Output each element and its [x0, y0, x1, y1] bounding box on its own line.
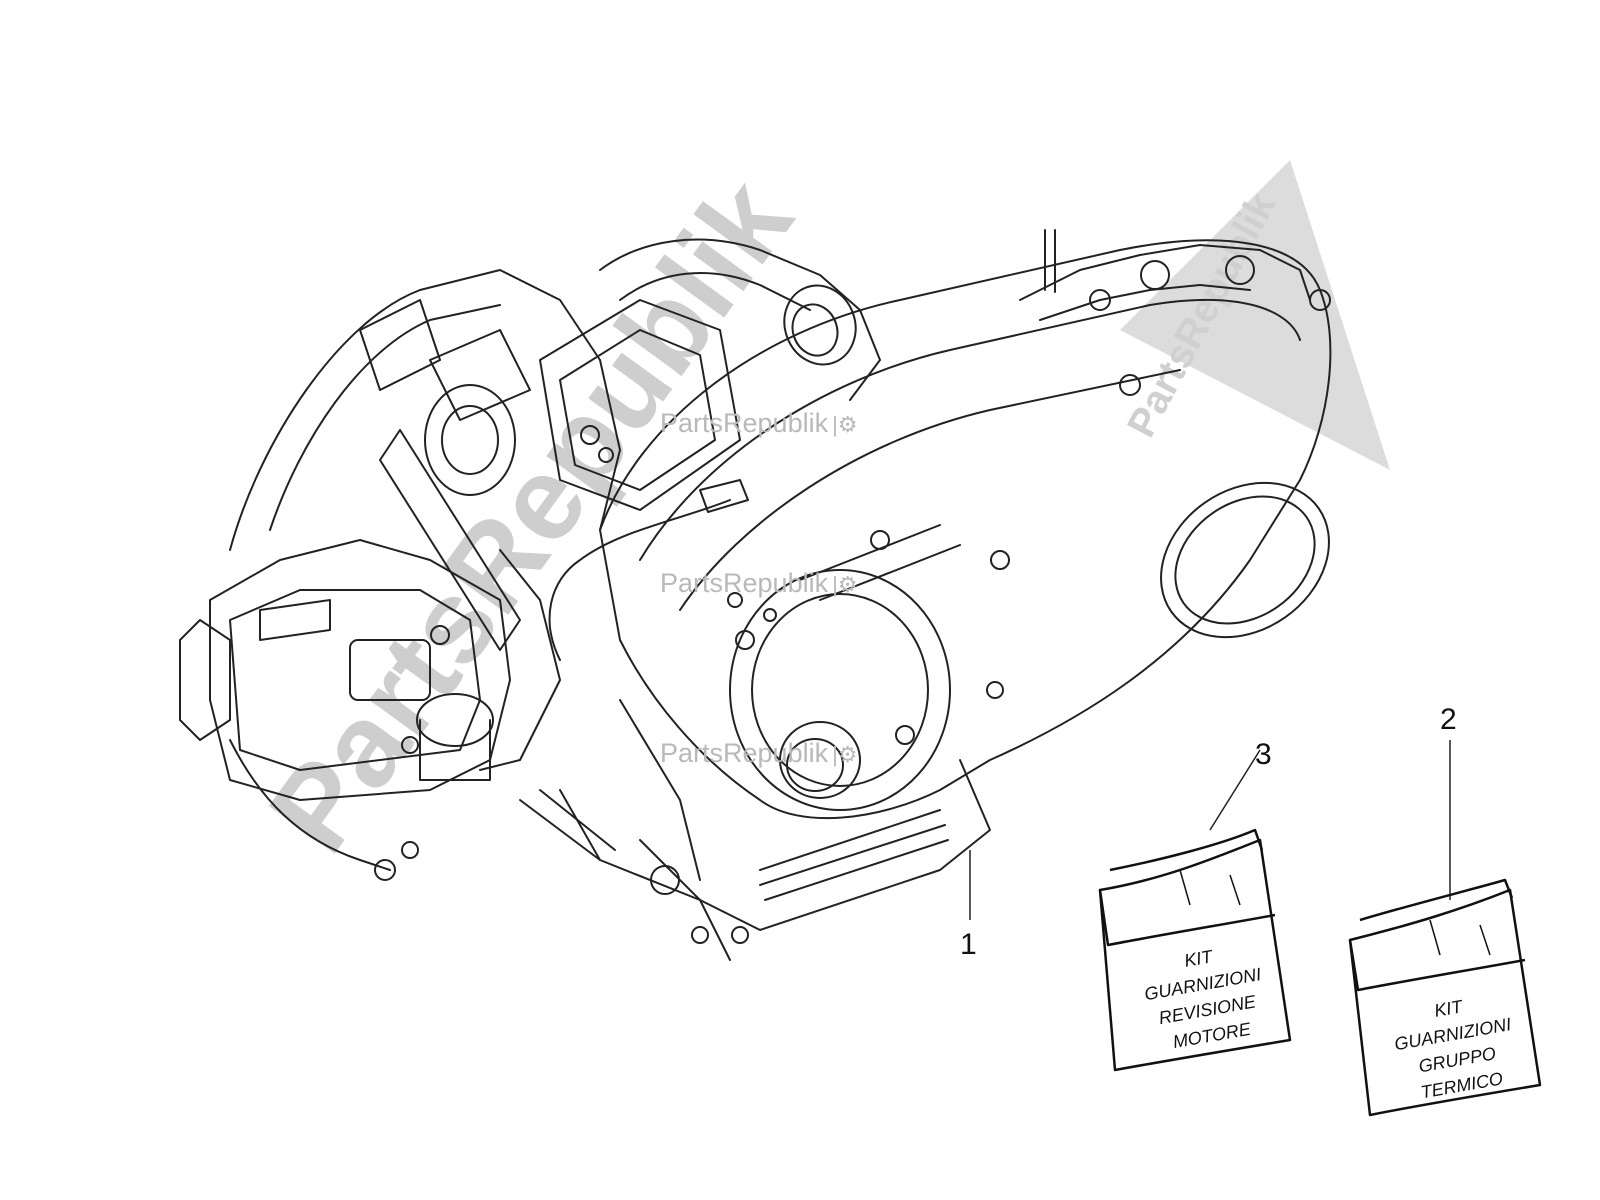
rear-mount-bracket [1019, 244, 1311, 301]
oil-filter-cap [416, 693, 494, 747]
front-pulley-cover [729, 569, 951, 811]
transmission-cover-outline [599, 239, 1332, 820]
variator-cover [1160, 481, 1330, 639]
watermark-small-3-text: PartsRepublik [660, 738, 829, 768]
kit-bag-2-drawing [1348, 878, 1542, 1117]
watermark-triangle-logo [1120, 160, 1390, 470]
watermark-small-1: PartsRepublik|⚙ [660, 408, 858, 439]
watermark-small-2-text: PartsRepublik [660, 568, 829, 598]
kit-bag-3-drawing [1098, 828, 1292, 1072]
watermark-small-1-text: PartsRepublik [660, 408, 829, 438]
ecu-throttle-body [539, 299, 741, 511]
crankcase-left [229, 269, 621, 551]
watermark-small-3: PartsRepublik|⚙ [660, 738, 858, 769]
callout-2[interactable]: 2 [1440, 703, 1457, 736]
gear-icon: |⚙ [832, 572, 858, 597]
gear-icon: |⚙ [832, 412, 858, 437]
intake-duct [599, 238, 881, 401]
leader-line-3 [1209, 749, 1261, 831]
spark-plug-cable [548, 499, 731, 661]
callout-3[interactable]: 3 [1255, 738, 1272, 771]
watermark-small-2: PartsRepublik|⚙ [660, 568, 858, 599]
callout-1[interactable]: 1 [960, 928, 977, 961]
gear-icon: |⚙ [832, 742, 858, 767]
cylinder-head [209, 539, 511, 801]
